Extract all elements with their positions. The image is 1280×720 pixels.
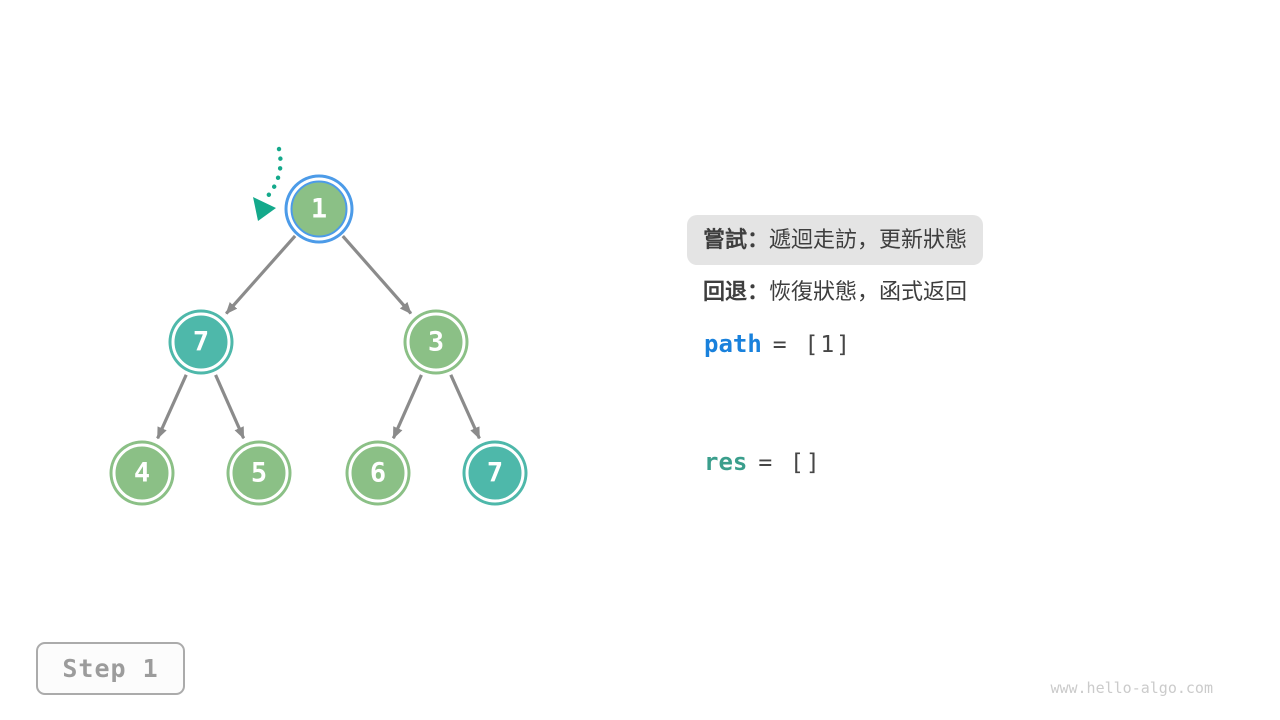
tree-node-3: 3 <box>406 312 466 372</box>
res-variable-value: = [] <box>758 450 822 476</box>
tree-edge <box>225 234 297 315</box>
tree-node-5: 5 <box>229 443 289 503</box>
watermark: www.hello-algo.com <box>1050 679 1213 697</box>
tree-node-1-current: 1 <box>290 180 348 238</box>
tree-edge <box>214 374 246 440</box>
backtrack-label: 回退： <box>703 279 770 304</box>
path-variable-row: path = [1] <box>704 332 852 357</box>
tree-node-7: 7 <box>465 443 525 503</box>
tree-node-6: 6 <box>348 443 408 503</box>
try-legend-row: 嘗試：遞迴走訪，更新狀態 <box>687 215 984 265</box>
path-variable-value: = [1] <box>772 332 853 358</box>
tree-edge <box>341 234 413 315</box>
path-variable-name: path <box>704 330 762 358</box>
step-badge-label: Step 1 <box>62 654 159 683</box>
res-variable-name: res <box>704 448 748 476</box>
try-label: 嘗試： <box>703 227 770 252</box>
backtrack-text: 恢復狀態，函式返回 <box>769 279 968 304</box>
tree-edge <box>156 374 188 440</box>
backtrack-legend-row: 回退：恢復狀態，函式返回 <box>703 281 967 303</box>
current-node-pointer-dots <box>264 146 283 200</box>
tree-node-4: 4 <box>112 443 172 503</box>
res-variable-row: res = [] <box>704 450 822 475</box>
tree-edges-and-pointer <box>156 146 481 440</box>
tree-node-7: 7 <box>171 312 231 372</box>
step-badge: Step 1 <box>36 642 185 695</box>
tree-edge <box>449 374 481 440</box>
current-node-pointer-icon <box>253 197 276 221</box>
try-text: 遞迴走訪，更新狀態 <box>769 227 968 252</box>
tree-edge <box>391 374 423 440</box>
